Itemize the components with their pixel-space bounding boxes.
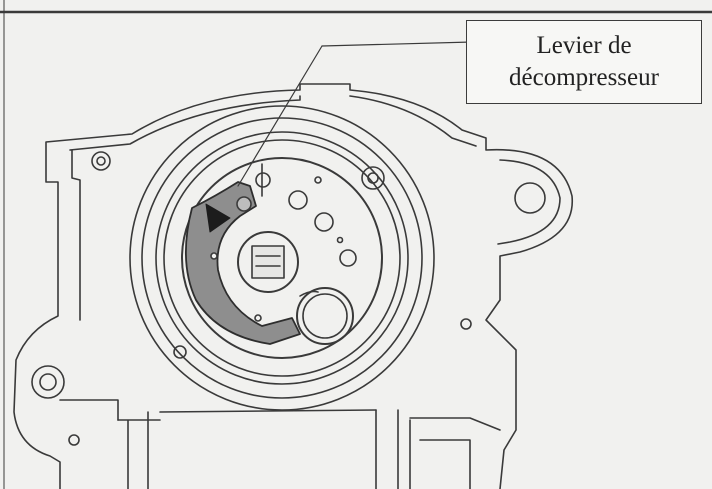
spring-weight-inner [302, 293, 348, 339]
plate-pin-right [336, 236, 344, 244]
plate-hole-upper [288, 190, 308, 210]
bolt-hole-right-lug [514, 182, 546, 214]
bottom-boss-right [375, 409, 471, 489]
lever-hole-2 [254, 314, 262, 322]
lever-pivot-pin [236, 196, 252, 212]
leader-line-top [321, 41, 473, 47]
plate-pin-top [314, 176, 322, 184]
camshaft-boss [237, 231, 299, 293]
leader-line-diagonal [237, 45, 323, 187]
callout-line-1: Levier de [536, 32, 632, 59]
casting-inner-outline [69, 95, 561, 321]
bottom-boss-left [117, 411, 161, 489]
plate-hole-far-right [339, 249, 357, 267]
camshaft-hex-nut [251, 245, 285, 279]
spring-hook [299, 290, 319, 297]
bolt-hole-upper-left-inner [96, 156, 106, 166]
bolt-hole-lower-left-inner [39, 373, 57, 391]
small-hole-lower-left [68, 434, 80, 446]
small-hole-left [173, 345, 187, 359]
bolt-hole-lower-left [31, 365, 65, 399]
housing-outer-ring [129, 105, 435, 411]
lever-hole-1 [210, 252, 218, 260]
housing-ring-3 [155, 131, 409, 385]
housing-inner-ring [181, 157, 383, 359]
bolt-hole-upper-left [91, 151, 111, 171]
rotation-arrow [205, 203, 231, 233]
casting-outline [13, 83, 573, 489]
spring-weight [296, 287, 354, 345]
decompressor-lever-callout: Levier de décompresseur [466, 20, 702, 104]
callout-line-2: décompresseur [509, 64, 659, 91]
small-hole-right [460, 318, 472, 330]
plate-hole-right [314, 212, 334, 232]
housing-ring-2 [141, 117, 423, 399]
housing-ring-4 [163, 139, 401, 377]
bottom-rim [59, 399, 501, 431]
plate-hole-top [255, 172, 271, 188]
bolt-hole-upper-right [361, 166, 385, 190]
